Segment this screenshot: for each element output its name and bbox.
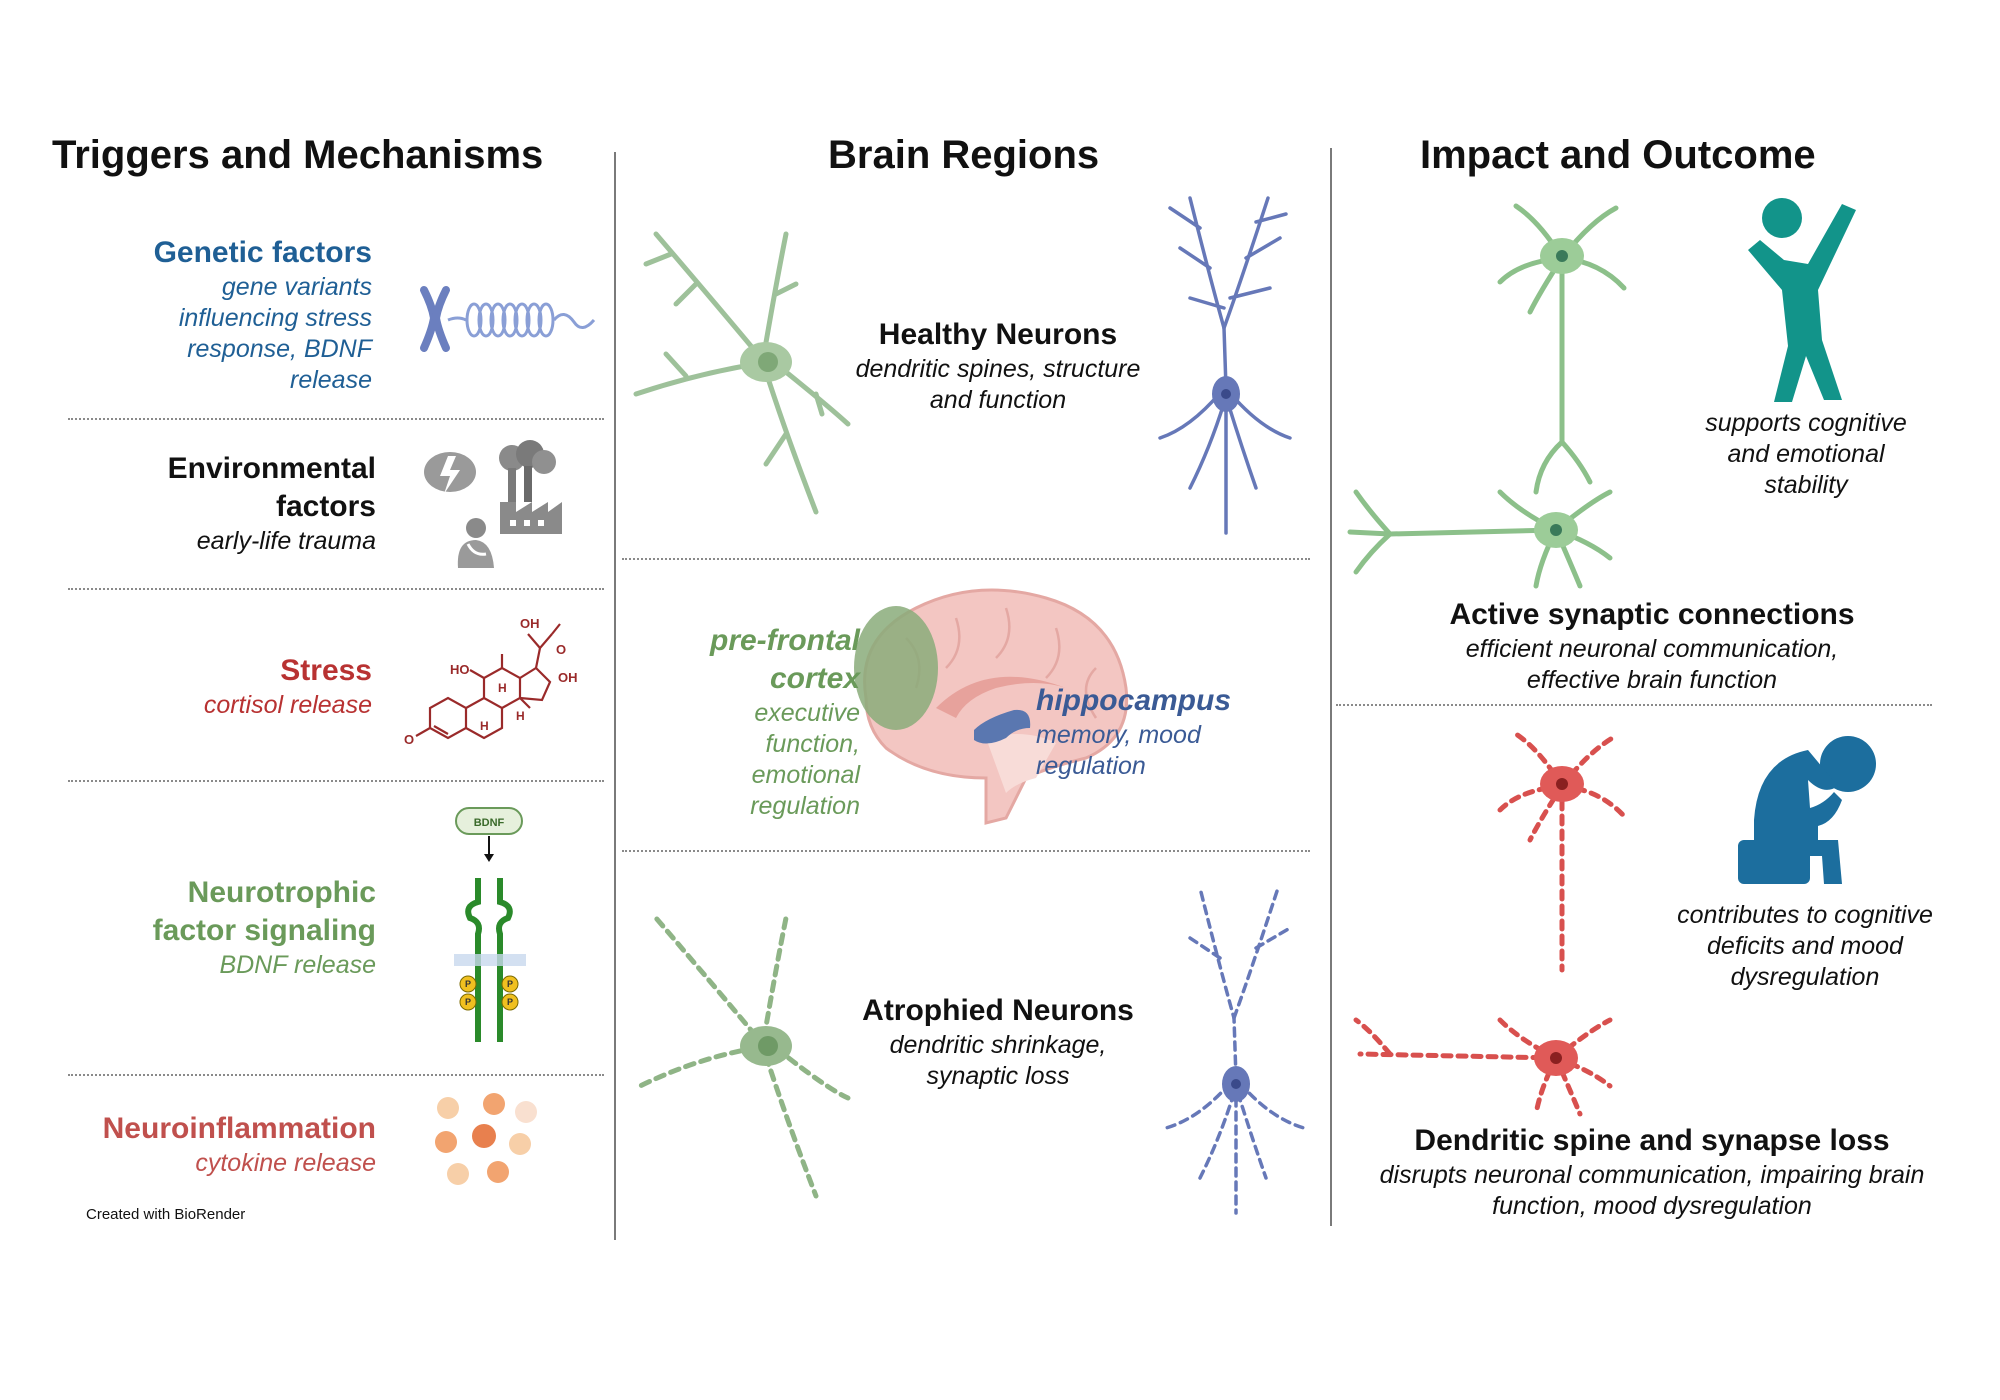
neuroinflammation-desc: cytokine release bbox=[195, 1149, 376, 1177]
active-synaptic-title: Active synaptic connections bbox=[1449, 598, 1855, 631]
atrophied-neurons-desc: dendritic shrinkage, synaptic loss bbox=[889, 1031, 1107, 1090]
hippocampus-title: hippocampus bbox=[1036, 684, 1232, 717]
credit-text: Created with BioRender bbox=[86, 1206, 246, 1223]
separator bbox=[68, 418, 604, 420]
negative-caption-text: contributes to cognitive deficits and mo… bbox=[1677, 901, 1933, 991]
positive-caption: supports cognitive and emotional stabili… bbox=[1686, 408, 1926, 501]
phospho-p: P bbox=[507, 979, 513, 989]
neuroinflammation-title: Neuroinflammation bbox=[102, 1112, 376, 1145]
neuroinflammation-label: Neuroinflammation cytokine release bbox=[60, 1110, 376, 1179]
pfc-desc: executive function, emotional regulation bbox=[750, 699, 860, 820]
separator bbox=[68, 1074, 604, 1076]
separator bbox=[1336, 704, 1932, 706]
genetic-factors-desc: gene variants influencing stress respons… bbox=[178, 273, 372, 394]
healthy-neurons-desc: dendritic spines, structure and function bbox=[855, 355, 1141, 414]
stress-title: Stress bbox=[280, 654, 372, 687]
cortisol-molecule-icon: OH O HO OH O H H H bbox=[404, 616, 578, 747]
pfc-title: pre-frontal cortex bbox=[710, 624, 860, 695]
column-title-impact: Impact and Outcome bbox=[1420, 133, 1816, 177]
positive-caption-text: supports cognitive and emotional stabili… bbox=[1705, 409, 1907, 499]
phospho-p: P bbox=[465, 979, 471, 989]
synapse-loss-desc: disrupts neuronal communication, impairi… bbox=[1379, 1161, 1925, 1220]
active-synaptic-desc: efficient neuronal communication, effect… bbox=[1465, 635, 1839, 694]
brain-storm-icon bbox=[424, 452, 476, 494]
neurotrophic-desc: BDNF release bbox=[219, 951, 376, 979]
column-title-triggers: Triggers and Mechanisms bbox=[52, 133, 544, 177]
active-synapse-green-neurons-icon bbox=[1347, 203, 1627, 589]
neurotrophic-label: Neurotrophic factor signaling BDNF relea… bbox=[100, 874, 376, 981]
environmental-factors-desc: early-life trauma bbox=[196, 527, 376, 555]
column-title-regions: Brain Regions bbox=[828, 133, 1100, 177]
negative-caption: contributes to cognitive deficits and mo… bbox=[1670, 900, 1940, 993]
bdnf-label: BDNF bbox=[474, 817, 505, 829]
column-divider-right bbox=[1330, 148, 1332, 1226]
factory-pollution-icon bbox=[499, 440, 562, 534]
separator bbox=[622, 850, 1310, 852]
molecule-h2: H bbox=[480, 719, 489, 733]
molecule-o-left: O bbox=[404, 732, 414, 747]
separator bbox=[622, 558, 1310, 560]
healthy-neurons-label: Healthy Neurons dendritic spines, struct… bbox=[818, 316, 1178, 416]
column-divider-left bbox=[614, 152, 616, 1240]
synapse-loss-title: Dendritic spine and synapse loss bbox=[1414, 1124, 1890, 1157]
atrophied-green-neuron-icon bbox=[633, 915, 851, 1199]
atrophied-neurons-title: Atrophied Neurons bbox=[862, 994, 1134, 1027]
synapse-loss-label: Dendritic spine and synapse loss disrupt… bbox=[1372, 1122, 1932, 1222]
pfc-label: pre-frontal cortex executive function, e… bbox=[640, 622, 860, 822]
distressed-person-icon bbox=[1738, 736, 1876, 884]
molecule-h1: H bbox=[498, 681, 507, 695]
molecule-o-ketone: O bbox=[556, 642, 566, 657]
brain-sagittal-icon bbox=[854, 588, 1129, 825]
happy-person-icon bbox=[1748, 198, 1856, 402]
molecule-h3: H bbox=[516, 709, 525, 723]
hippocampus-label: hippocampus memory, mood regulation bbox=[1036, 682, 1256, 782]
genetic-factors-label: Genetic factors gene variants influencin… bbox=[120, 234, 372, 396]
stress-desc: cortisol release bbox=[203, 691, 372, 719]
synapse-loss-red-neurons-icon bbox=[1353, 731, 1627, 1117]
molecule-oh-top: OH bbox=[520, 616, 540, 631]
environmental-factors-label: Environmental factors early-life trauma bbox=[100, 450, 376, 557]
phospho-p: P bbox=[465, 997, 471, 1007]
cytokine-icon bbox=[435, 1093, 537, 1185]
neurotrophic-title: Neurotrophic factor signaling bbox=[152, 876, 376, 947]
active-synaptic-label: Active synaptic connections efficient ne… bbox=[1392, 596, 1912, 696]
healthy-neurons-title: Healthy Neurons bbox=[878, 318, 1118, 351]
phospho-p: P bbox=[507, 997, 513, 1007]
healthy-green-neuron-icon bbox=[633, 231, 851, 515]
hippocampus-desc: memory, mood regulation bbox=[1036, 721, 1201, 780]
bdnf-receptor-icon: BDNF P P P P bbox=[454, 807, 526, 1042]
atrophied-neurons-label: Atrophied Neurons dendritic shrinkage, s… bbox=[818, 992, 1178, 1092]
atrophied-blue-pyramidal-neuron-icon bbox=[1164, 886, 1306, 1215]
molecule-oh-right: OH bbox=[558, 670, 578, 685]
environment-icons bbox=[424, 440, 562, 568]
stress-label: Stress cortisol release bbox=[120, 652, 372, 721]
sad-child-icon bbox=[457, 518, 494, 568]
healthy-blue-pyramidal-neuron-icon bbox=[1158, 196, 1292, 535]
genetic-factors-title: Genetic factors bbox=[153, 236, 372, 269]
environmental-factors-title: Environmental factors bbox=[167, 452, 376, 523]
chromosome-dna-icon bbox=[420, 286, 596, 352]
separator bbox=[68, 780, 604, 782]
separator bbox=[68, 588, 604, 590]
molecule-ho: HO bbox=[450, 662, 470, 677]
